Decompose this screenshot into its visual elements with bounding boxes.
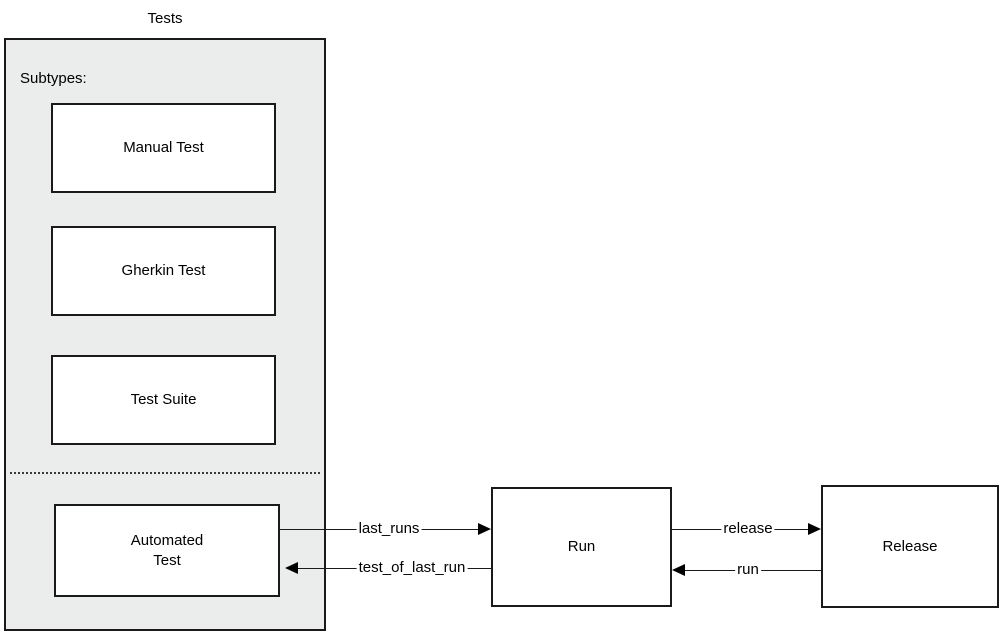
- node-run-label: Run: [567, 538, 596, 555]
- node-test-suite[interactable]: Test Suite: [51, 355, 276, 445]
- node-gherkin-test-label: Gherkin Test: [121, 262, 206, 279]
- edge-release-arrowhead: [808, 523, 821, 535]
- edge-test-of-last-run-arrowhead: [285, 562, 298, 574]
- subtypes-label: Subtypes:: [20, 70, 87, 87]
- node-automated-test-label-line1: Automated: [130, 531, 204, 549]
- tests-group-title: Tests: [147, 10, 183, 27]
- node-automated-test-label-line2: Test: [153, 551, 181, 569]
- node-run[interactable]: Run: [491, 487, 672, 607]
- node-gherkin-test[interactable]: Gherkin Test: [51, 226, 276, 316]
- subtypes-divider: [10, 472, 320, 474]
- edge-last-runs-label: last_runs: [356, 520, 422, 537]
- node-automated-test[interactable]: Automated Test: [54, 504, 280, 597]
- node-manual-test-label: Manual Test: [123, 139, 204, 156]
- edge-last-runs-arrowhead: [478, 523, 491, 535]
- node-release[interactable]: Release: [821, 485, 999, 608]
- edge-test-of-last-run-label: test_of_last_run: [356, 559, 468, 576]
- node-release-label: Release: [882, 537, 938, 555]
- edge-run-label: run: [735, 561, 761, 578]
- edge-release-label: release: [721, 520, 775, 537]
- edge-run-arrowhead: [672, 564, 685, 576]
- node-manual-test[interactable]: Manual Test: [51, 103, 276, 193]
- node-test-suite-label: Test Suite: [130, 391, 197, 408]
